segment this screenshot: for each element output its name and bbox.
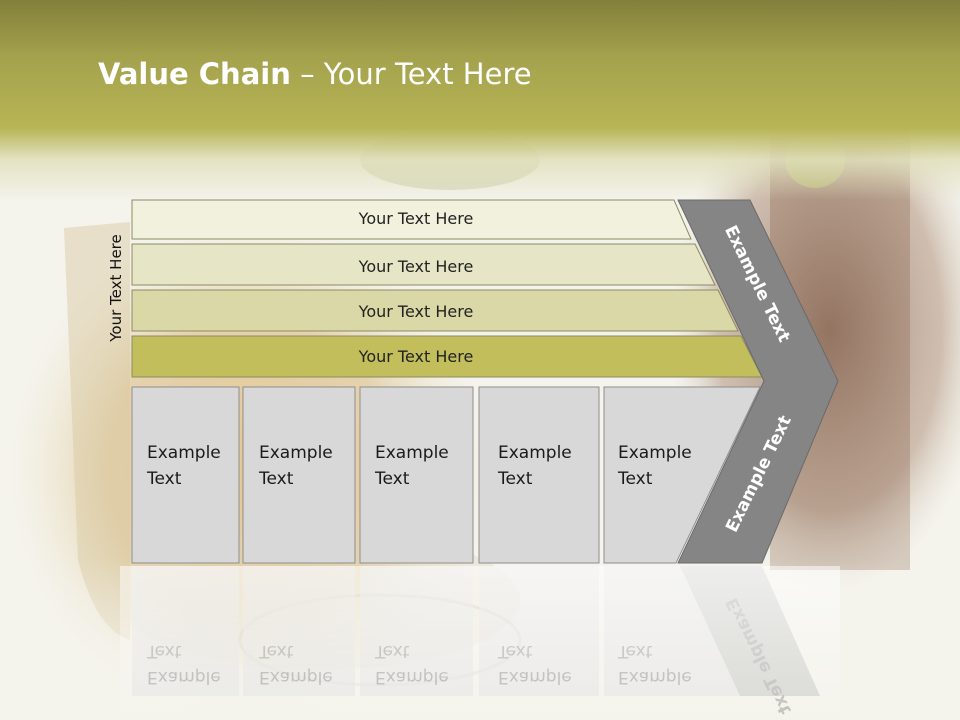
box-5 (603, 386, 761, 564)
header-band (0, 0, 960, 200)
bar-4-label: Your Text Here (358, 347, 474, 366)
margin-chevron (677, 199, 839, 564)
bar-3 (131, 289, 739, 332)
bar-1-label: Your Text Here (358, 209, 474, 228)
box-1-line1: Example (147, 443, 221, 463)
box-5-line2: Text (617, 469, 653, 489)
box-3 (359, 386, 474, 564)
box-3-line1: Example (375, 443, 449, 463)
slide-title: Value Chain – Your Text Here (98, 52, 532, 96)
title-bold-part: Value Chain (98, 57, 291, 91)
reflection-fade (120, 566, 840, 720)
box-2-line2: Text (258, 469, 294, 489)
box-5-line1: Example (618, 443, 692, 463)
box-3-line2: Text (374, 469, 410, 489)
box-4-line2: Text (497, 469, 533, 489)
bar-1 (131, 199, 692, 240)
bar-2-label: Your Text Here (358, 257, 474, 276)
box-4 (478, 386, 600, 564)
box-4-line1: Example (498, 443, 572, 463)
box-1 (131, 386, 240, 564)
box-2-line1: Example (259, 443, 333, 463)
box-2 (242, 386, 356, 564)
bar-2 (131, 243, 716, 286)
box-1-line2: Text (146, 469, 182, 489)
title-rest-part: – Your Text Here (290, 57, 532, 91)
bar-3-label: Your Text Here (358, 302, 474, 321)
